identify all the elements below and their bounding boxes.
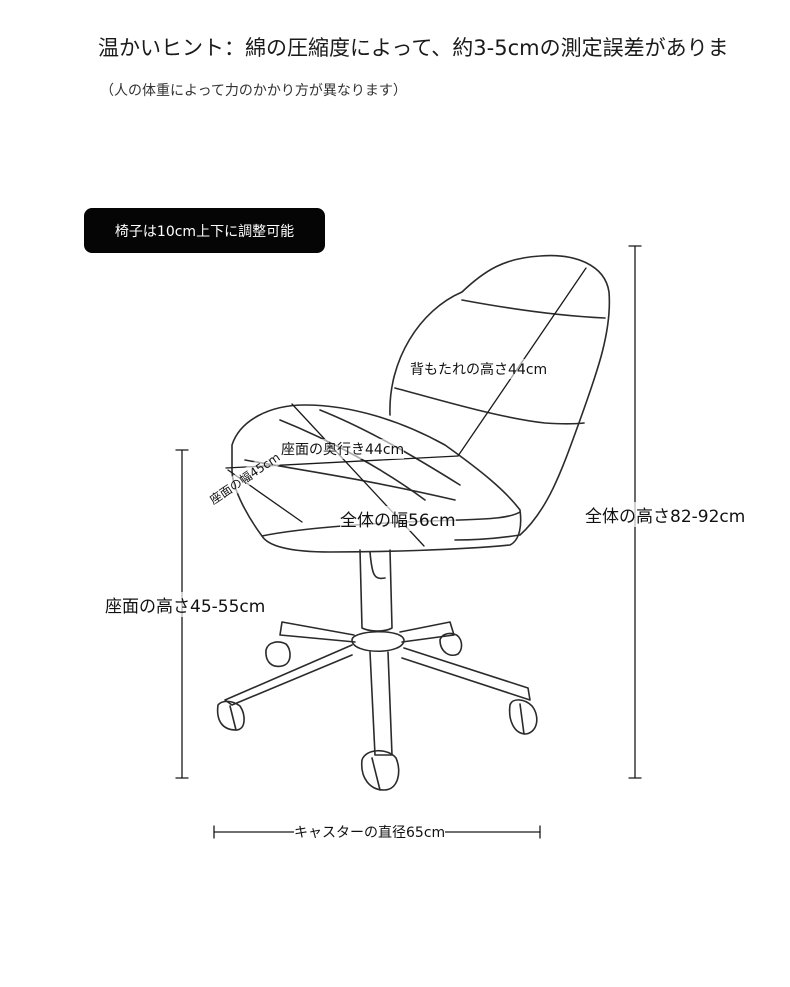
chair-seat: [231, 404, 522, 553]
gas-cylinder: [359, 549, 393, 632]
caster-front: [360, 749, 400, 791]
overall-height-label: 全体の高さ82-92cm: [585, 502, 746, 527]
seat-depth-label: 座面の奥行き44cm: [281, 439, 405, 459]
overall-width-label: 全体の幅56cm: [340, 506, 456, 531]
base-leg-back-right: [399, 621, 455, 643]
caster-back-right: [439, 632, 463, 656]
base-leg-right: [401, 647, 531, 701]
caster-right: [508, 699, 538, 735]
height-adjust-badge-text: 椅子は10cm上下に調整可能: [114, 223, 295, 240]
hint-subtitle: （人の体重によって力のかかり方が異なります）: [100, 83, 407, 99]
base-leg-left: [224, 644, 353, 706]
cylinder-ring: [369, 551, 386, 580]
chair-backrest: [389, 254, 611, 541]
caster-left: [216, 700, 245, 731]
height-adjust-badge: 椅子は10cm上下に調整可能: [84, 208, 325, 253]
backrest-height-label: 背もたれの高さ44cm: [410, 359, 548, 379]
base-leg-back-left: [279, 621, 356, 643]
backrest-seam-upper: [461, 299, 606, 319]
seat-height-label: 座面の高さ45-55cm: [105, 592, 266, 617]
caster-diameter-label: キャスターの直径65cm: [294, 822, 446, 842]
backrest-seam-lower: [394, 387, 585, 425]
base-leg-front: [369, 651, 393, 756]
base-hub: [351, 630, 405, 653]
caster-back-left: [265, 641, 291, 668]
hint-title: 温かいヒント：綿の圧縮度によって、約3-5cmの測定誤差がありま: [98, 36, 729, 60]
